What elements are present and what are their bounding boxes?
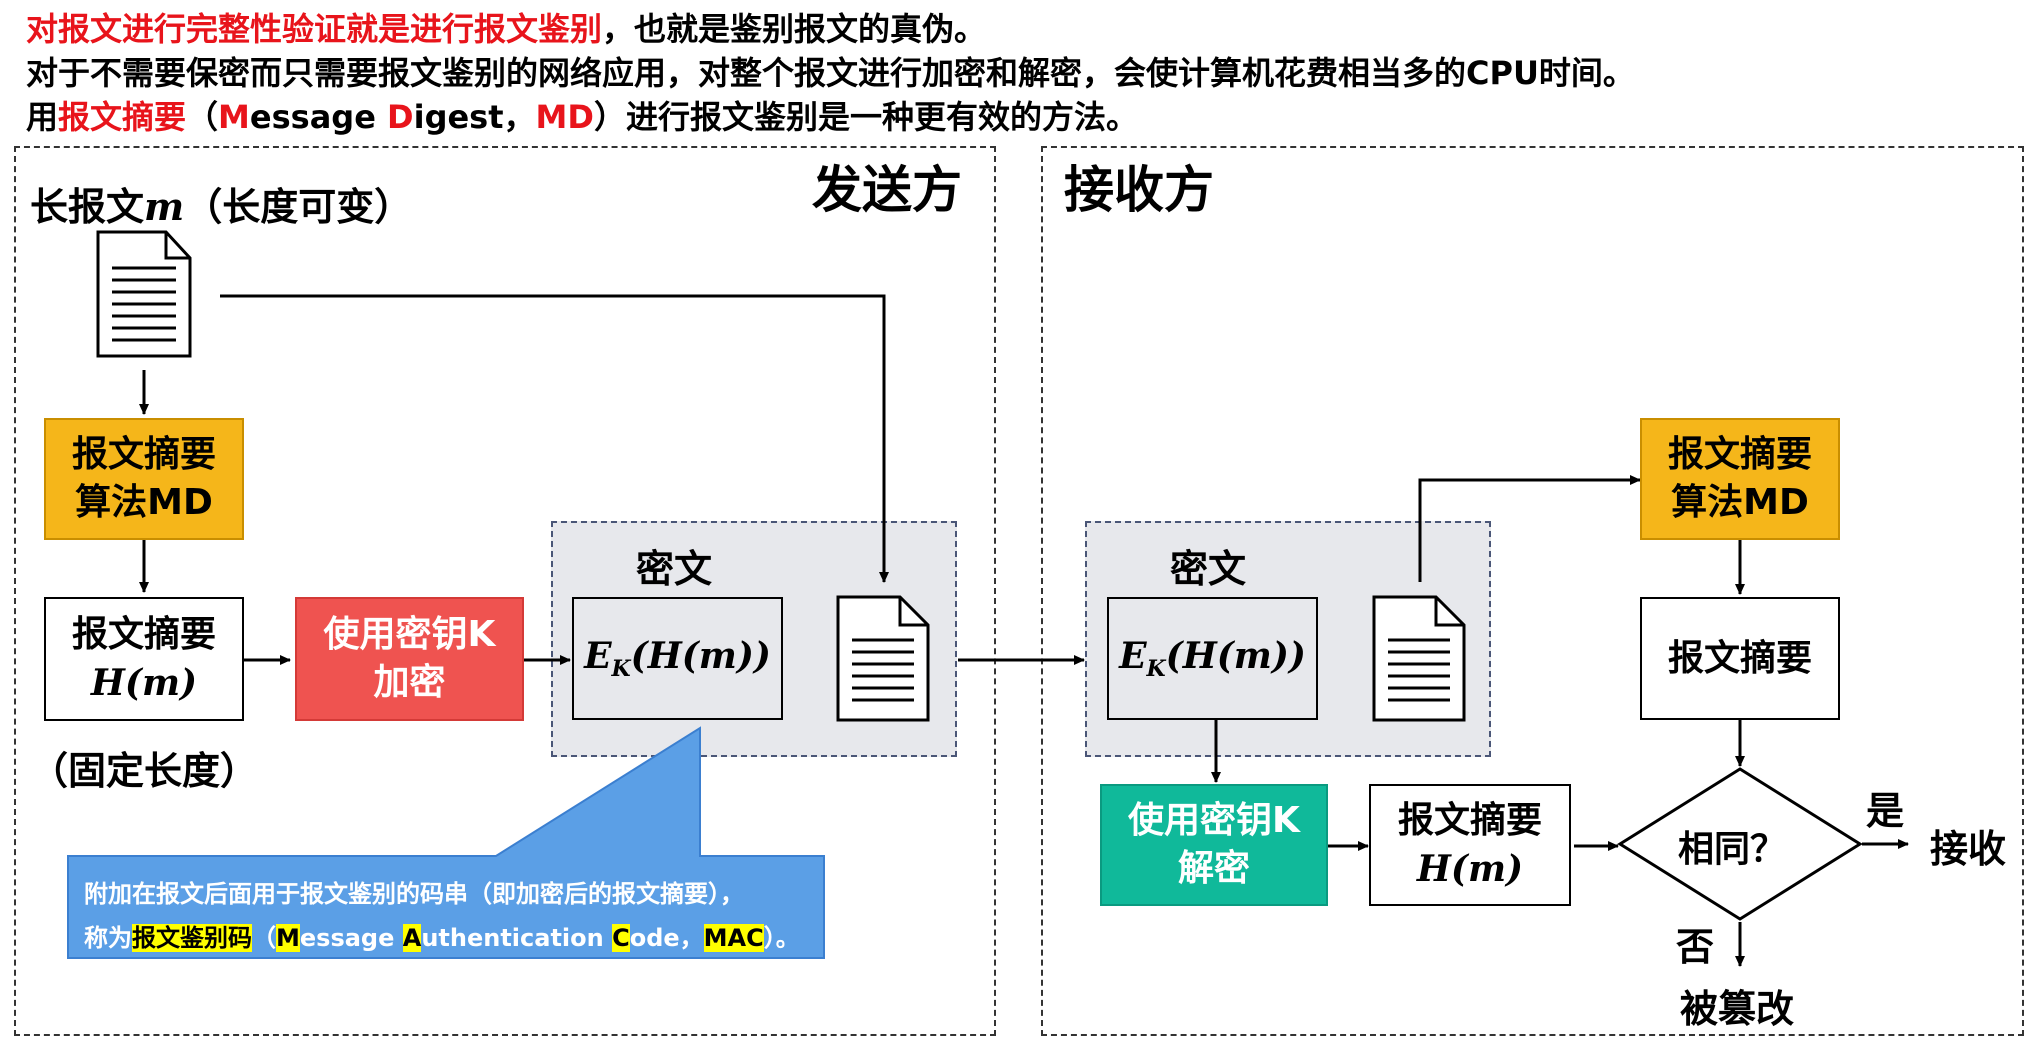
header-line-1-rest: ，也就是鉴别报文的真伪。 [602,10,987,48]
encrypt-line2: 加密 [373,662,446,703]
fixed-length-label: （固定长度） [30,749,259,793]
arrow-doc-to-cipher-doc [220,294,889,583]
sender-cipher-e: E [584,634,612,677]
callout-l2-b: 报文鉴别码 [132,924,252,952]
receiver-md-algo-line1: 报文摘要 [1667,434,1812,475]
receiver-cipher-box: EK(H(m)) [1107,597,1318,720]
callout-l2-g: uthentication [421,924,613,952]
callout-l2-f: A [402,924,422,952]
header-line-3-g: igest， [413,98,536,136]
decrypt-box: 使用密钥K 解密 [1100,784,1328,906]
callout-l2-h: C [612,924,630,952]
sender-digest-hm: H(m) [90,662,198,704]
receiver-cipher-e: E [1119,634,1147,677]
header-line-3-h: MD [535,98,594,136]
accept-label: 接收 [1930,827,2007,871]
sender-md-algo-line1: 报文摘要 [71,434,216,475]
header-line-3-b: 报文摘要 [58,98,187,136]
header-line-3-c: （ [186,98,219,136]
sender-cipher-expr: EK(H(m)) [584,635,771,682]
callout-l2-a: 称为 [84,924,132,952]
header-line-3-f: D [387,98,414,136]
compare-label: 相同？ [1678,829,1787,870]
encrypt-line1: 使用密钥K [323,614,496,655]
sender-cipher-label: 密文 [636,547,713,591]
header-line-3-d: M [218,98,250,136]
tampered-label: 被篡改 [1680,987,1795,1031]
receiver-cipher-label: 密文 [1170,547,1247,591]
callout-l2-k: ）。 [763,924,800,952]
receiver-digest2-label: 报文摘要 [1667,637,1812,679]
callout-line-2: 称为报文鉴别码（Message Authentication Code，MAC）… [84,918,800,953]
no-label: 否 [1676,925,1715,969]
sender-title: 发送方 [812,161,962,219]
long-message-label-a: 长报文 [30,185,145,229]
header-line-1: 对报文进行完整性验证就是进行报文鉴别，也就是鉴别报文的真伪。 [26,4,986,50]
sender-md-algorithm-box: 报文摘要 算法MD [44,418,244,540]
long-message-label: 长报文m（长度可变） [30,176,412,231]
long-message-doc-icon [96,230,192,358]
callout-line-1: 附加在报文后面用于报文鉴别的码串（即加密后的报文摘要）， [84,880,744,908]
receiver-digest-box: 报文摘要 H(m) [1369,784,1571,906]
callout-l2-j: MAC [703,924,764,952]
sender-cipher-box: EK(H(m)) [572,597,783,720]
callout-bubble [67,726,825,959]
receiver-md-algorithm-box: 报文摘要 算法MD [1640,418,1840,540]
header-line-3-a: 用 [26,98,59,136]
sender-cipher-rest: (H(m)) [630,634,771,677]
receiver-cipher-k: K [1146,656,1166,683]
yes-label: 是 [1866,789,1905,833]
long-message-var: m [144,184,185,229]
encrypt-box: 使用密钥K 加密 [295,597,524,721]
decrypt-line2: 解密 [1177,848,1250,889]
sender-cipher-k: K [611,656,631,683]
receiver-digest2-box: 报文摘要 [1640,597,1840,720]
sender-digest-box: 报文摘要 H(m) [44,597,244,721]
receiver-cipher-rest: (H(m)) [1165,634,1306,677]
receiver-doc-icon [1372,595,1466,722]
receiver-title: 接收方 [1064,161,1214,219]
header-line-2: 对于不需要保密而只需要报文鉴别的网络应用，对整个报文进行加密和解密，会使计算机花… [26,54,1635,92]
receiver-md-algo-line2: 算法MD [1671,482,1809,523]
sender-panel [14,146,996,1036]
header-line-3: 用报文摘要（Message Digest，MD）进行报文鉴别是一种更有效的方法。 [26,92,1138,138]
receiver-cipher-expr: EK(H(m)) [1119,635,1306,682]
arrow-doc-to-md-receiver [1418,475,1641,582]
callout-l2-i: ode， [629,924,704,952]
callout-l2-c: （ [252,924,276,952]
receiver-panel [1041,146,2024,1036]
receiver-digest-hm: H(m) [1416,848,1524,890]
callout-l2-e: essage [299,924,403,952]
header-line-1-emphasis: 对报文进行完整性验证就是进行报文鉴别 [26,10,603,48]
decrypt-line1: 使用密钥K [1128,800,1300,841]
sender-md-algo-line2: 算法MD [75,482,213,523]
callout-l2-d: M [276,924,300,952]
compare-diamond [1617,767,1863,921]
long-message-label-b: （长度可变） [184,185,413,229]
sender-cipher-doc-icon [836,595,930,722]
header-line-3-e: essage [249,98,388,136]
sender-digest-line1: 报文摘要 [71,614,216,655]
receiver-digest-line1: 报文摘要 [1397,800,1542,841]
header-line-3-i: ）进行报文鉴别是一种更有效的方法。 [593,98,1138,136]
